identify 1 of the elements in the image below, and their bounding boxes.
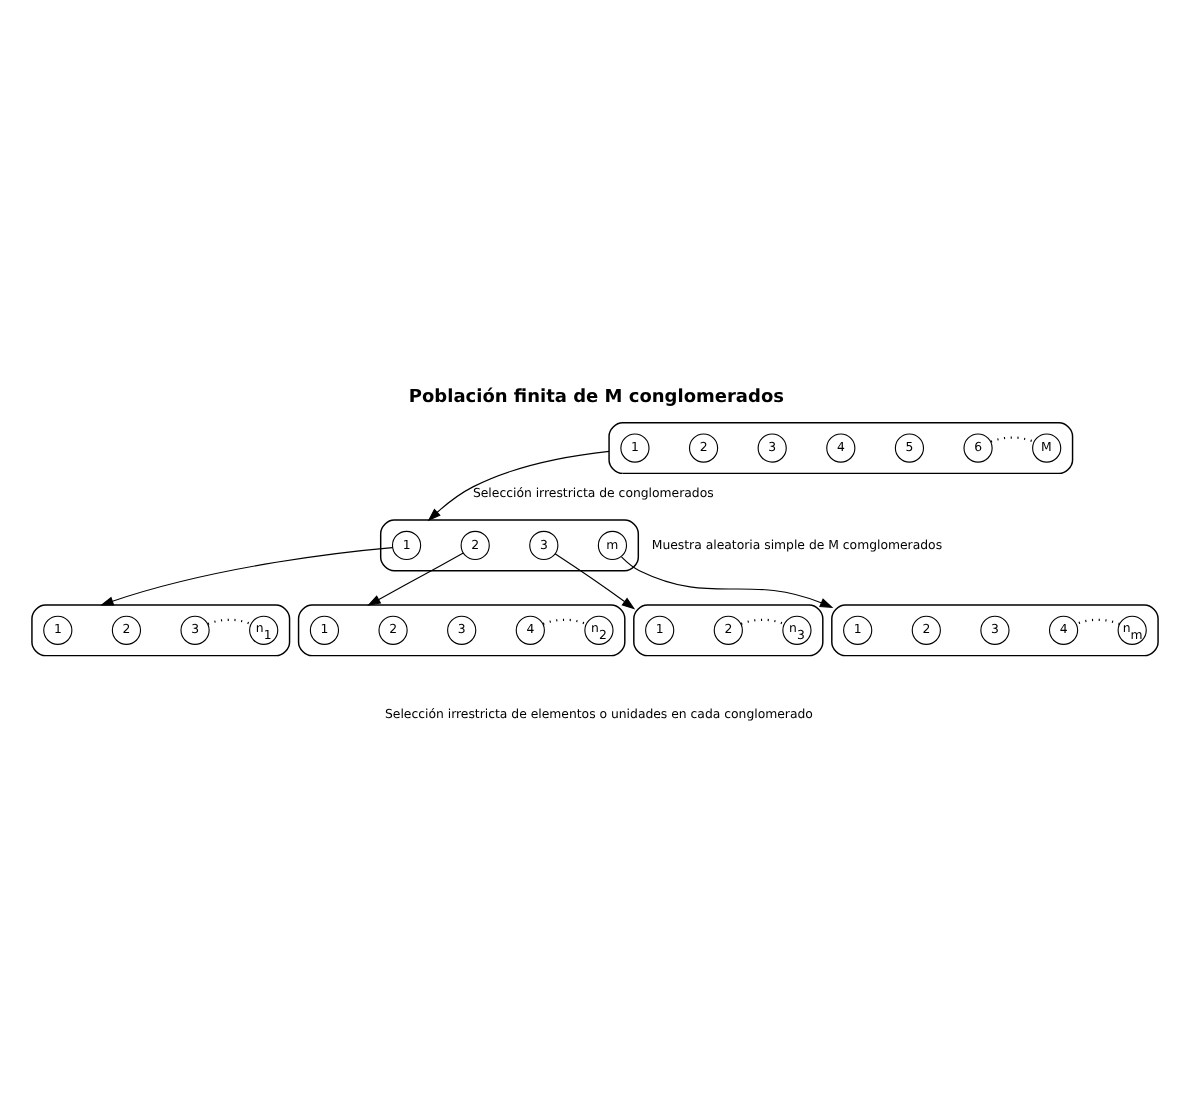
diagram-title: Población finita de M conglomerados xyxy=(408,387,784,408)
